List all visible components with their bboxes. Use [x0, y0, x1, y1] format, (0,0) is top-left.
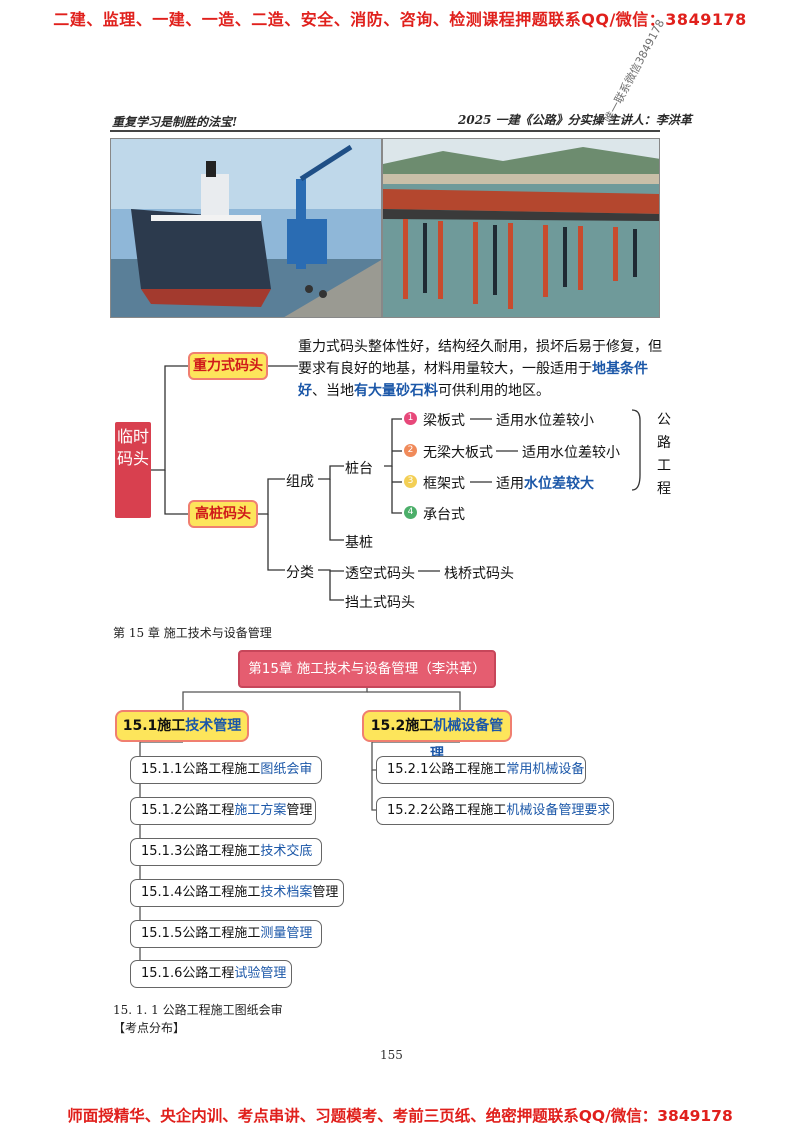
number-badge-4: 4	[404, 506, 417, 519]
node-trestle-wharf: 栈桥式码头	[444, 563, 514, 583]
node-retaining-wharf: 挡土式码头	[345, 592, 415, 612]
cap-type-platform: 承台式	[423, 504, 465, 524]
side-label-char-4: 程	[657, 478, 671, 498]
item-15-1-3: 15.1.3公路工程施工技术交底	[130, 838, 322, 866]
node-gravity-wharf: 重力式码头	[188, 352, 268, 380]
cap-type-frame: 框架式	[423, 473, 465, 493]
item-15-1-5: 15.1.5公路工程施工测量管理	[130, 920, 322, 948]
page-number: 155	[380, 1048, 403, 1062]
bottom-promo-banner: 师面授精华、央企内训、考点串讲、习题模考、考前三页纸、绝密押题联系QQ/微信：3…	[0, 1104, 800, 1126]
item-15-2-2: 15.2.2公路工程施工机械设备管理要求	[376, 797, 614, 825]
cap-type-flat-slab: 无梁大板式	[423, 442, 493, 462]
side-label-char-1: 公	[657, 409, 671, 429]
node-foundation-pile: 基桩	[345, 532, 373, 552]
chapter-heading: 第 15 章 施工技术与设备管理	[113, 624, 272, 641]
number-badge-3: 3	[404, 475, 417, 488]
node-classification: 分类	[286, 562, 314, 582]
item-15-1-6: 15.1.6公路工程试验管理	[130, 960, 292, 988]
side-label-char-2: 路	[657, 432, 671, 452]
gravity-wharf-description: 重力式码头整体性好，结构经久耐用，损坏后易于修复，但要求有良好的地基，材料用量较…	[298, 336, 668, 402]
branch-15-1-technical-management: 15.1施工技术管理	[115, 710, 249, 742]
item-15-1-4: 15.1.4公路工程施工技术档案管理	[130, 879, 344, 907]
cap-type-beam-slab: 梁板式	[423, 410, 465, 430]
chapter-15-title-box: 第15章 施工技术与设备管理（李洪革）	[238, 650, 496, 688]
mindmap-connectors	[0, 0, 800, 640]
node-composition: 组成	[286, 471, 314, 491]
item-15-1-2: 15.1.2公路工程施工方案管理	[130, 797, 316, 825]
node-open-type-wharf: 透空式码头	[345, 563, 415, 583]
item-15-2-1: 15.2.1公路工程施工常用机械设备	[376, 756, 586, 784]
cap-type-frame-desc: 适用水位差较大	[496, 473, 594, 493]
cap-type-beam-slab-desc: 适用水位差较小	[496, 410, 594, 430]
cap-type-flat-slab-desc: 适用水位差较小	[522, 442, 620, 462]
root-node-temporary-wharf: 临时码头	[115, 422, 151, 518]
number-badge-1: 1	[404, 412, 417, 425]
exam-point-tag: 【考点分布】	[113, 1019, 185, 1036]
item-15-1-1: 15.1.1公路工程施工图纸会审	[130, 756, 322, 784]
node-high-pile-wharf: 高桩码头	[188, 500, 258, 528]
side-label-char-3: 工	[657, 455, 671, 475]
number-badge-2: 2	[404, 444, 417, 457]
branch-15-2-equipment-management: 15.2施工机械设备管理	[362, 710, 512, 742]
sub-section-heading: 15. 1. 1 公路工程施工图纸会审	[113, 1001, 283, 1018]
node-pile-cap: 桩台	[345, 458, 373, 478]
